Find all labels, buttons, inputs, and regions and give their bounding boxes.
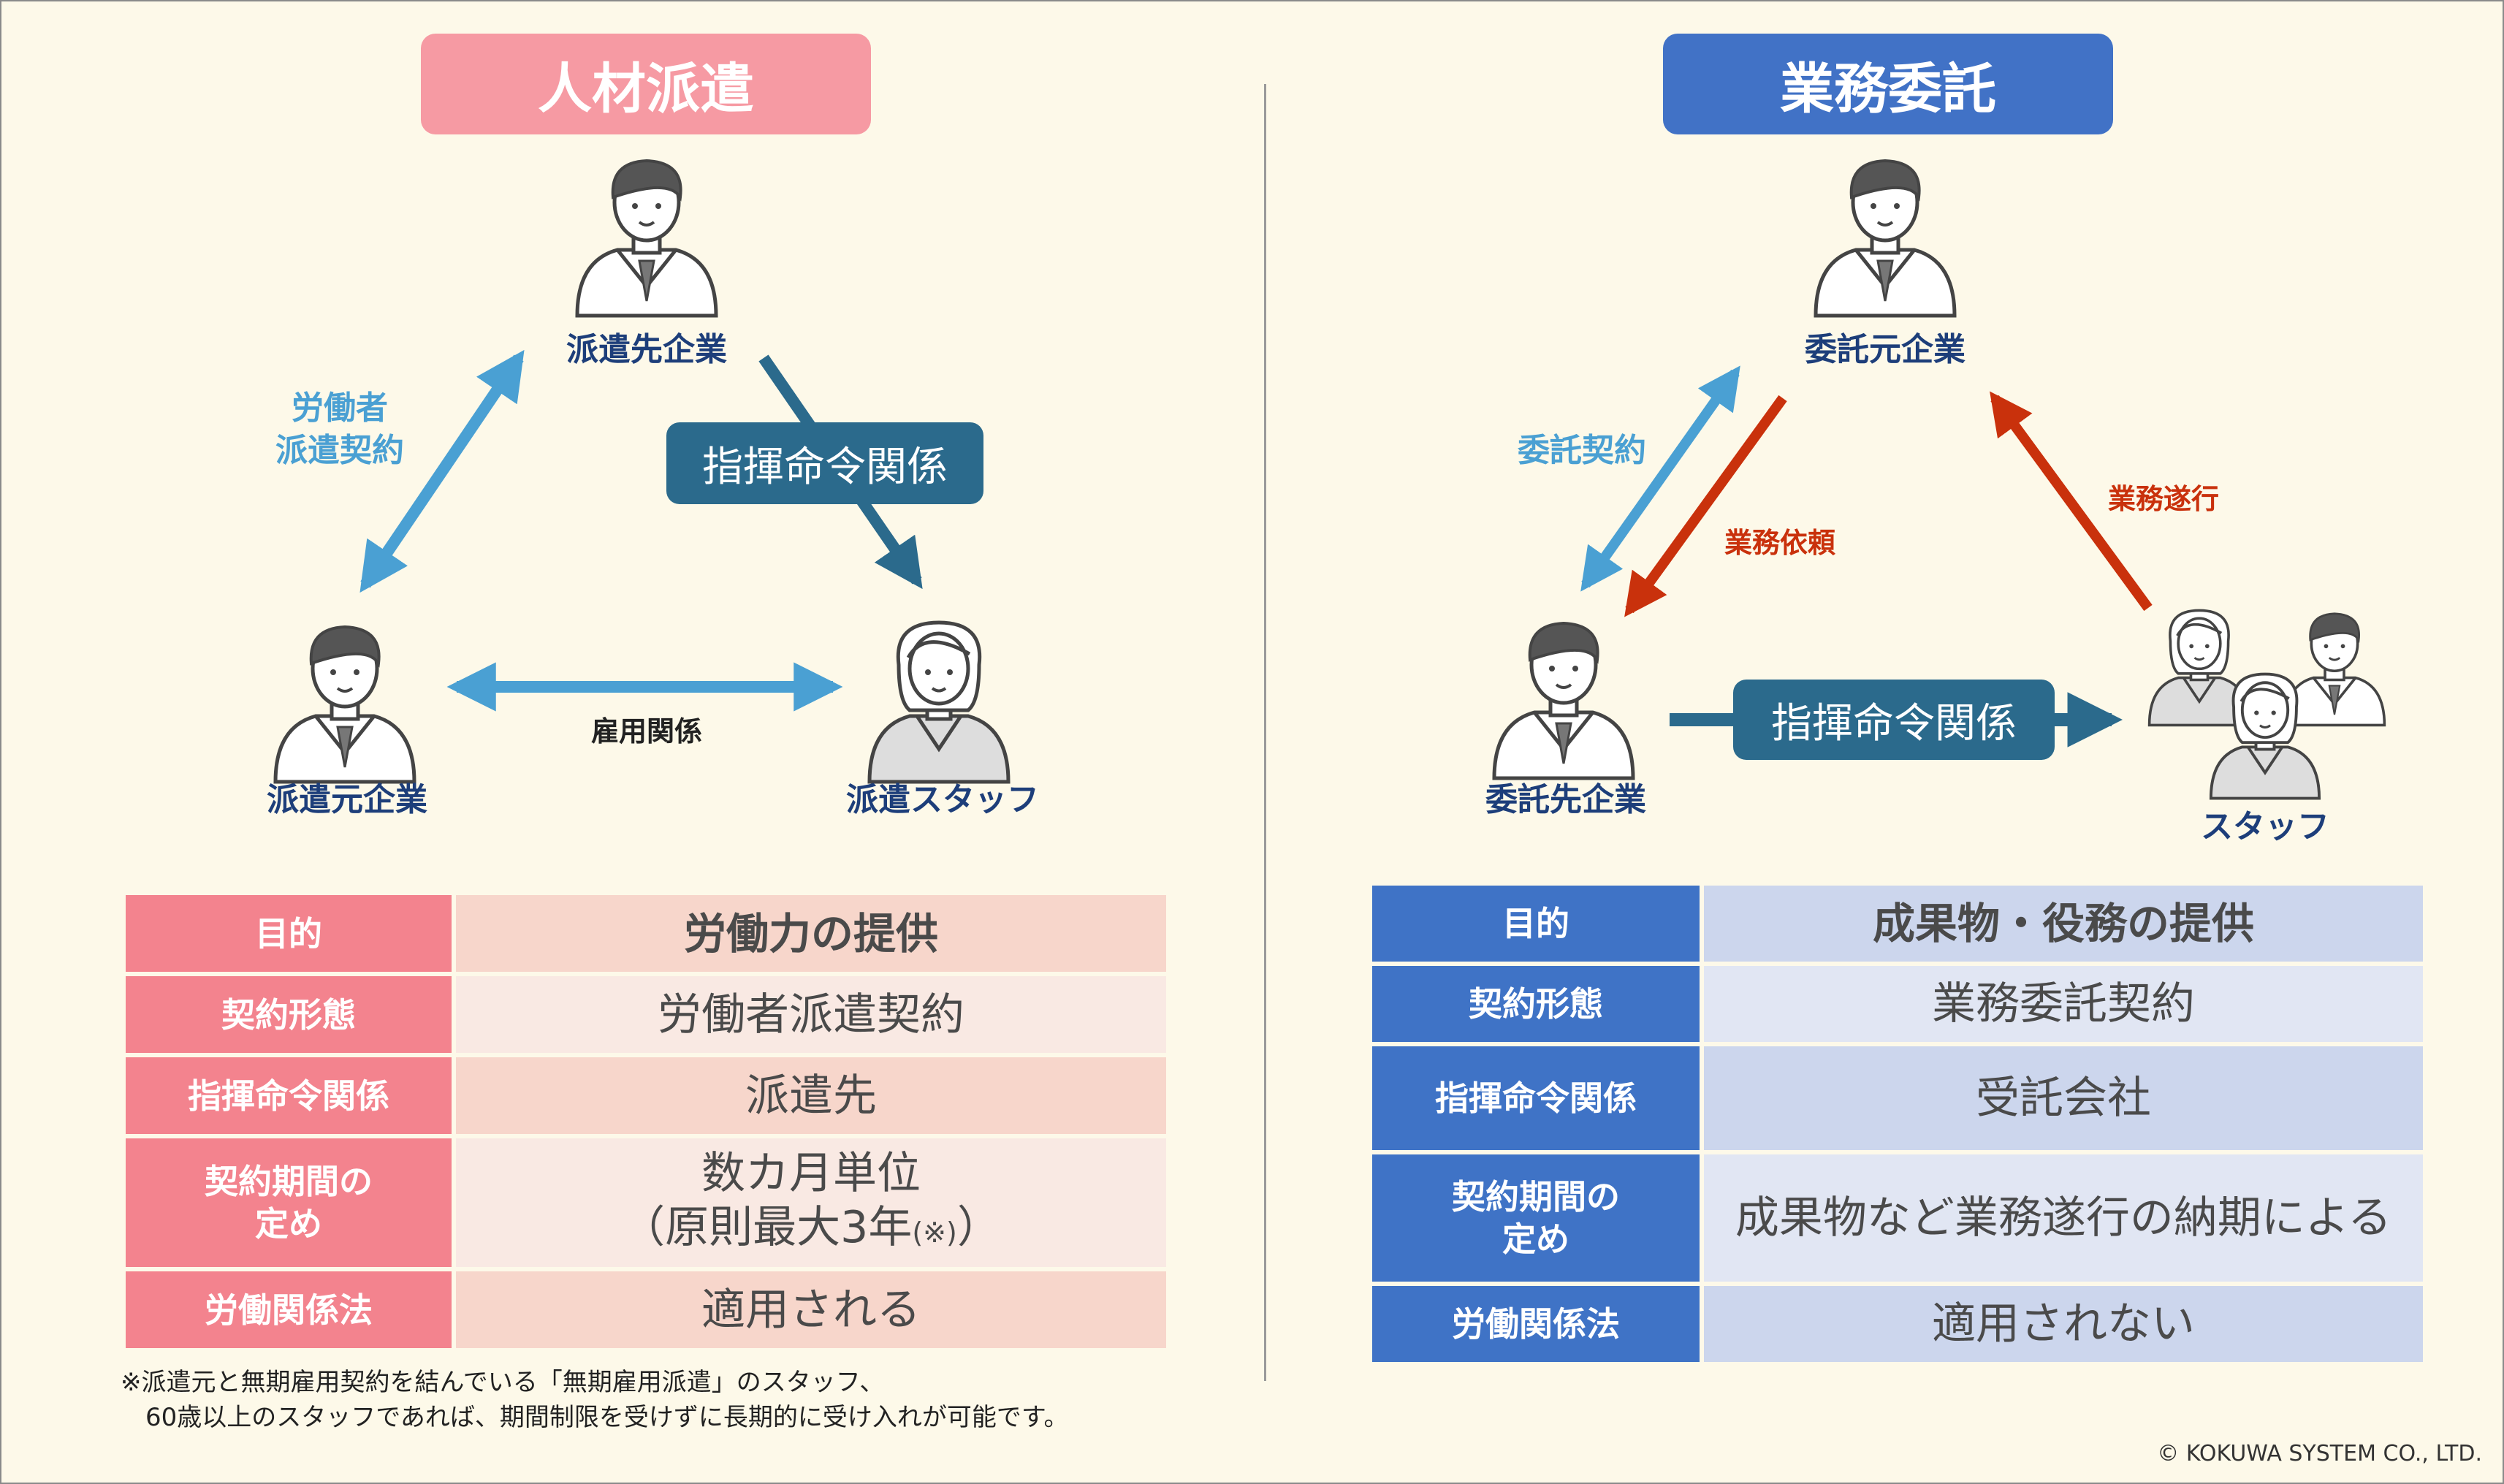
footnote: ※派遣元と無期雇用契約を結んでいる「無期雇用派遣」のスタッフ、 60歳以上のスタ… bbox=[121, 1368, 1069, 1432]
table-row: 目的 労働力の提供 bbox=[126, 895, 1166, 972]
contractor-person-icon bbox=[1494, 623, 1633, 778]
node-label-dispatch-source: 派遣元企業 bbox=[267, 781, 427, 818]
work-request-label: 業務依頼 bbox=[1724, 527, 1836, 559]
outsourcer-person-icon bbox=[1816, 161, 1955, 316]
table-row: 契約形態 業務委託契約 bbox=[1372, 966, 2423, 1042]
row-header: 目的 bbox=[1372, 886, 1704, 962]
outsourcing-title: 業務委託 bbox=[1663, 34, 2113, 134]
node-label-dispatch-staff: 派遣スタッフ bbox=[846, 781, 1039, 818]
row-value: 労働者派遣契約 bbox=[456, 976, 1166, 1053]
staffing-comparison-table: 目的 労働力の提供 契約形態 労働者派遣契約 指揮命令関係 派遣先 契約期間の … bbox=[126, 891, 1166, 1352]
staffing-title: 人材派遣 bbox=[421, 34, 871, 134]
node-label-outsourcer: 委託元企業 bbox=[1805, 331, 1965, 368]
row-value: 数カ月単位 （原則最大3年(※)） bbox=[456, 1138, 1166, 1267]
row-header: 契約期間の 定め bbox=[1372, 1154, 1704, 1282]
row-header: 労働関係法 bbox=[126, 1271, 456, 1348]
table-row: 目的 成果物・役務の提供 bbox=[1372, 886, 2423, 962]
copyright: © KOKUWA SYSTEM CO., LTD. bbox=[2157, 1441, 2482, 1466]
node-label-staff: スタッフ bbox=[2201, 808, 2329, 845]
table-row: 指揮命令関係 受託会社 bbox=[1372, 1046, 2423, 1150]
outsourcing-comparison-table: 目的 成果物・役務の提供 契約形態 業務委託契約 指揮命令関係 受託会社 契約期… bbox=[1372, 881, 2423, 1366]
employment-label: 雇用関係 bbox=[590, 715, 702, 747]
dispatch-contract-arrow bbox=[359, 349, 525, 593]
outsourcing-command-label-box: 指揮命令関係 bbox=[1733, 680, 2055, 760]
row-value: 成果物・役務の提供 bbox=[1704, 886, 2423, 962]
work-execution-arrow bbox=[1990, 391, 2153, 612]
outsourcing-contract-arrow bbox=[1580, 365, 1740, 592]
center-divider bbox=[1264, 84, 1266, 1381]
dispatch-destination-person-icon bbox=[577, 161, 716, 316]
row-header: 指揮命令関係 bbox=[1372, 1046, 1704, 1150]
table-row: 指揮命令関係 派遣先 bbox=[126, 1057, 1166, 1134]
dispatch-contract-label: 労働者 派遣契約 bbox=[275, 389, 404, 469]
table-row: 契約期間の 定め 数カ月単位 （原則最大3年(※)） bbox=[126, 1138, 1166, 1267]
dispatch-source-person-icon bbox=[275, 627, 414, 782]
row-value: 適用される bbox=[456, 1271, 1166, 1348]
row-value: 受託会社 bbox=[1704, 1046, 2423, 1150]
command-label-box: 指揮命令関係 bbox=[666, 422, 983, 504]
work-execution-label: 業務遂行 bbox=[2108, 483, 2220, 515]
staff-group-icon bbox=[2147, 609, 2386, 800]
row-value: 適用されない bbox=[1704, 1286, 2423, 1362]
row-header: 契約形態 bbox=[1372, 966, 1704, 1042]
row-value: 業務委託契約 bbox=[1704, 966, 2423, 1042]
outsourcing-contract-label: 委託契約 bbox=[1518, 432, 1646, 469]
row-value: 派遣先 bbox=[456, 1057, 1166, 1134]
table-row: 労働関係法 適用されない bbox=[1372, 1286, 2423, 1362]
work-request-arrow bbox=[1624, 395, 1787, 617]
row-value: 成果物など業務遂行の納期による bbox=[1704, 1154, 2423, 1282]
row-value: 労働力の提供 bbox=[456, 895, 1166, 972]
row-header: 労働関係法 bbox=[1372, 1286, 1704, 1362]
row-header: 目的 bbox=[126, 895, 456, 972]
table-row: 契約形態 労働者派遣契約 bbox=[126, 976, 1166, 1053]
dispatch-staff-person-icon bbox=[869, 623, 1008, 782]
node-label-contractor: 委託先企業 bbox=[1485, 781, 1646, 818]
node-label-dispatch-destination: 派遣先企業 bbox=[566, 331, 727, 368]
row-header: 契約形態 bbox=[126, 976, 456, 1053]
table-row: 契約期間の 定め 成果物など業務遂行の納期による bbox=[1372, 1154, 2423, 1282]
table-row: 労働関係法 適用される bbox=[126, 1271, 1166, 1348]
row-header: 指揮命令関係 bbox=[126, 1057, 456, 1134]
row-header: 契約期間の 定め bbox=[126, 1138, 456, 1267]
